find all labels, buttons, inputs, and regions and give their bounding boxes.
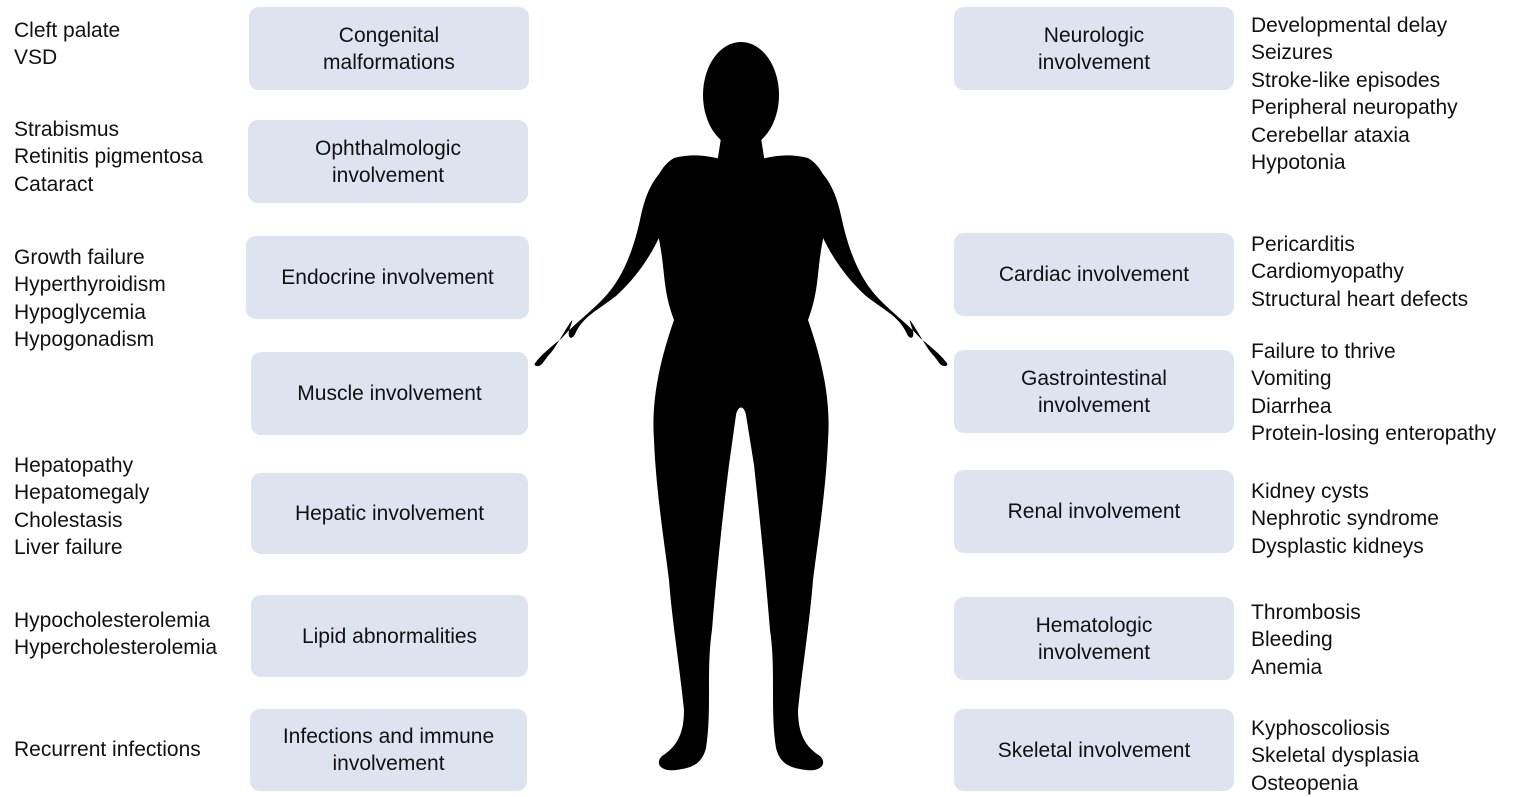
symptom-item: Diarrhea	[1251, 393, 1496, 420]
category-box-infections: Infections and immune involvement	[250, 709, 527, 791]
symptom-list-lipid: Hypocholesterolemia Hypercholesterolemia	[14, 607, 217, 662]
symptom-list-hepatic: Hepatopathy Hepatomegaly Cholestasis Liv…	[14, 452, 149, 562]
symptom-item: Cleft palate	[14, 17, 120, 44]
symptom-item: Cardiomyopathy	[1251, 258, 1468, 285]
symptom-item: Pericarditis	[1251, 231, 1468, 258]
category-box-endocrine: Endocrine involvement	[246, 236, 529, 319]
symptom-item: Hypoglycemia	[14, 299, 166, 326]
symptom-item: Hepatomegaly	[14, 479, 149, 506]
symptom-item: Cerebellar ataxia	[1251, 122, 1458, 149]
symptom-item: Recurrent infections	[14, 736, 201, 763]
symptom-item: Structural heart defects	[1251, 286, 1468, 313]
symptom-item: Hypotonia	[1251, 149, 1458, 176]
category-box-ophthalmologic: Ophthalmologic involvement	[248, 120, 528, 203]
symptom-list-hematologic: Thrombosis Bleeding Anemia	[1251, 599, 1361, 681]
category-label: Renal involvement	[1008, 498, 1181, 525]
symptom-item: Cholestasis	[14, 507, 149, 534]
symptom-item: Hypogonadism	[14, 326, 166, 353]
category-label: Hepatic involvement	[295, 500, 484, 527]
symptom-item: Hypocholesterolemia	[14, 607, 217, 634]
symptom-list-cardiac: Pericarditis Cardiomyopathy Structural h…	[1251, 231, 1468, 313]
category-box-hepatic: Hepatic involvement	[251, 473, 528, 554]
symptom-item: Thrombosis	[1251, 599, 1361, 626]
symptom-item: Liver failure	[14, 534, 149, 561]
symptom-item: Retinitis pigmentosa	[14, 143, 203, 170]
symptom-item: Hyperthyroidism	[14, 271, 166, 298]
symptom-item: Skeletal dysplasia	[1251, 742, 1419, 769]
symptom-item: Hepatopathy	[14, 452, 149, 479]
symptom-item: Strabismus	[14, 116, 203, 143]
symptom-list-renal: Kidney cysts Nephrotic syndrome Dysplast…	[1251, 478, 1439, 560]
category-box-skeletal: Skeletal involvement	[954, 709, 1234, 791]
symptom-item: Cataract	[14, 171, 203, 198]
symptom-list-skeletal: Kyphoscoliosis Skeletal dysplasia Osteop…	[1251, 715, 1419, 797]
symptom-item: Peripheral neuropathy	[1251, 94, 1458, 121]
symptom-list-infections: Recurrent infections	[14, 736, 201, 763]
category-box-cardiac: Cardiac involvement	[954, 233, 1234, 316]
symptom-item: Anemia	[1251, 654, 1361, 681]
symptom-list-neurologic: Developmental delay Seizures Stroke-like…	[1251, 12, 1458, 176]
symptom-item: Bleeding	[1251, 626, 1361, 653]
category-label: Endocrine involvement	[281, 264, 493, 291]
symptom-item: Osteopenia	[1251, 770, 1419, 797]
category-label: Cardiac involvement	[999, 261, 1189, 288]
symptom-item: Seizures	[1251, 39, 1458, 66]
symptom-list-gastrointestinal: Failure to thrive Vomiting Diarrhea Prot…	[1251, 338, 1496, 448]
symptom-item: Growth failure	[14, 244, 166, 271]
category-box-muscle: Muscle involvement	[251, 352, 528, 435]
symptom-item: Dysplastic kidneys	[1251, 533, 1439, 560]
category-label: Gastrointestinal involvement	[1009, 365, 1179, 419]
category-label: Ophthalmologic involvement	[298, 135, 478, 189]
symptom-item: Kyphoscoliosis	[1251, 715, 1419, 742]
symptom-item: Kidney cysts	[1251, 478, 1439, 505]
symptom-item: Stroke-like episodes	[1251, 67, 1458, 94]
category-label: Skeletal involvement	[998, 737, 1191, 764]
category-box-lipid: Lipid abnormalities	[251, 595, 528, 677]
category-box-neurologic: Neurologic involvement	[954, 7, 1234, 90]
symptom-item: Failure to thrive	[1251, 338, 1496, 365]
human-silhouette-icon	[528, 20, 952, 780]
symptom-item: Protein-losing enteropathy	[1251, 420, 1496, 447]
symptom-item: Nephrotic syndrome	[1251, 505, 1439, 532]
symptom-item: Hypercholesterolemia	[14, 634, 217, 661]
category-box-hematologic: Hematologic involvement	[954, 597, 1234, 680]
symptom-list-ophthalmologic: Strabismus Retinitis pigmentosa Cataract	[14, 116, 203, 198]
symptom-item: Vomiting	[1251, 365, 1496, 392]
category-label: Infections and immune involvement	[269, 723, 509, 777]
category-box-renal: Renal involvement	[954, 470, 1234, 553]
category-label: Lipid abnormalities	[302, 623, 477, 650]
symptom-item: Developmental delay	[1251, 12, 1458, 39]
category-box-gastrointestinal: Gastrointestinal involvement	[954, 350, 1234, 433]
symptom-item: VSD	[14, 44, 120, 71]
category-label: Congenital malformations	[289, 22, 489, 76]
symptom-list-congenital: Cleft palate VSD	[14, 17, 120, 72]
symptom-list-endocrine: Growth failure Hyperthyroidism Hypoglyce…	[14, 244, 166, 354]
category-label: Muscle involvement	[297, 380, 481, 407]
category-label: Hematologic involvement	[1019, 612, 1169, 666]
category-label: Neurologic involvement	[1019, 22, 1169, 76]
category-box-congenital: Congenital malformations	[249, 7, 529, 90]
